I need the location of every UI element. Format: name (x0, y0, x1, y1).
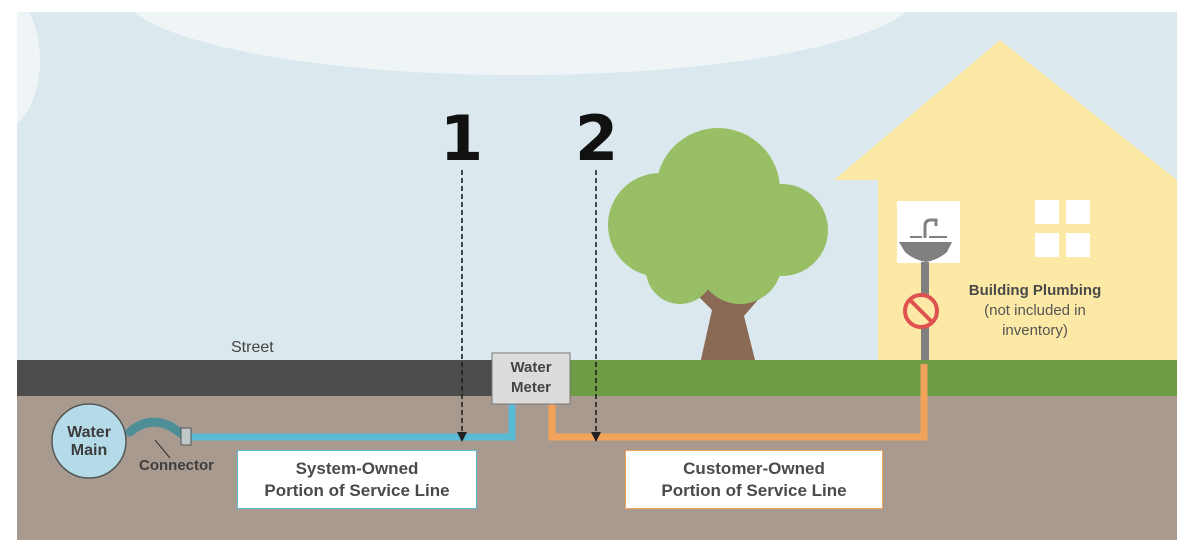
soil (17, 396, 1177, 540)
system-owned-label: System-Owned Portion of Service Line (238, 451, 476, 508)
building-plumbing-title: Building Plumbing (968, 282, 1102, 299)
marker-2: 2 (575, 102, 619, 175)
building-plumbing-note1: (not included in (984, 302, 1086, 319)
system-owned-pipe (125, 404, 516, 446)
water-meter-label-line1: Water (510, 359, 552, 376)
customer-owned-label: Customer-Owned Portion of Service Line (626, 451, 882, 508)
tree-icon (608, 128, 828, 364)
customer-owned-line2: Portion of Service Line (661, 480, 847, 500)
water-main-label-line2: Main (70, 442, 108, 459)
street (17, 360, 570, 396)
customer-owned-pipe (548, 364, 928, 441)
marker-1: 1 (440, 102, 484, 175)
water-main-label: Water Main (60, 424, 118, 460)
connector-label: Connector (139, 457, 214, 474)
water-main-label-line1: Water (67, 424, 111, 441)
building-plumbing-note2: inventory) (1002, 322, 1068, 339)
water-meter-label: Water Meter (492, 358, 570, 398)
water-meter-label-line2: Meter (510, 379, 551, 396)
water-main (51, 403, 127, 479)
street-label: Street (231, 339, 274, 356)
customer-owned-line1: Customer-Owned (683, 458, 825, 478)
prohibited-icon (903, 293, 939, 329)
system-owned-line2: Portion of Service Line (264, 480, 450, 500)
water-meter (491, 352, 571, 405)
system-owned-line1: System-Owned (295, 458, 419, 478)
building-plumbing-label: Building Plumbing (not included in inven… (945, 281, 1125, 341)
grass (570, 360, 1177, 396)
